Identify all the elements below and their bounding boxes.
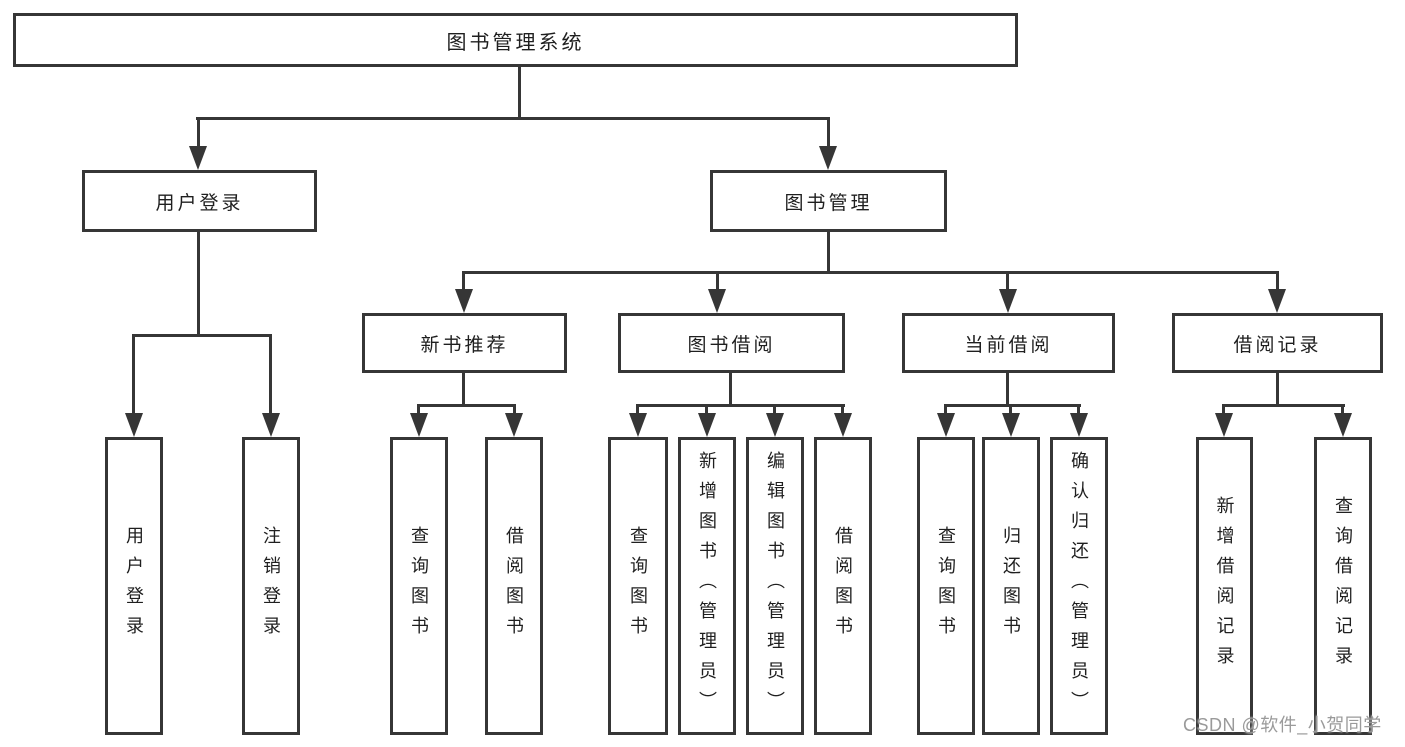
connector-stem — [513, 404, 516, 416]
leaf-label: 编辑图书（管理员） — [765, 451, 785, 721]
connector-stem — [269, 334, 272, 415]
leaf-label: 查询图书 — [628, 526, 648, 646]
arrowhead-down — [455, 289, 473, 313]
connector-stem — [197, 117, 200, 148]
node-label: 借阅记录 — [1233, 334, 1322, 356]
leaf-borrow-books: 借阅图书 — [814, 437, 872, 735]
connector-stem — [462, 271, 465, 292]
connector-hline — [132, 334, 272, 337]
arrowhead-down — [766, 413, 784, 437]
leaf-edit-books-admin: 编辑图书（管理员） — [746, 437, 804, 735]
leaf-label: 借阅图书 — [504, 526, 524, 646]
connector-stem — [1006, 373, 1009, 406]
leaf-label: 借阅图书 — [833, 526, 853, 646]
node-label: 图书管理 — [784, 192, 873, 214]
leaf-add-books-admin: 新增图书（管理员） — [678, 437, 736, 735]
arrowhead-down — [708, 289, 726, 313]
leaf-label: 确认归还（管理员） — [1069, 451, 1089, 721]
leaf-user-login: 用户登录 — [105, 437, 163, 735]
leaf-add-borrow-record: 新增借阅记录 — [1196, 437, 1253, 735]
leaf-logout: 注销登录 — [242, 437, 300, 735]
connector-stem — [841, 404, 844, 416]
arrowhead-down — [189, 146, 207, 170]
csdn-watermark: CSDN @软件_小贺同学 — [1183, 715, 1382, 735]
node-label: 用户登录 — [155, 192, 244, 214]
leaf-label: 注销登录 — [261, 526, 281, 646]
leaf-label: 用户登录 — [124, 526, 144, 646]
arrowhead-down — [1002, 413, 1020, 437]
arrowhead-down — [1070, 413, 1088, 437]
node-label: 图书借阅 — [687, 334, 776, 356]
connector-stem — [636, 404, 639, 416]
connector-stem — [716, 271, 719, 292]
leaf-query-books-recommend: 查询图书 — [390, 437, 448, 735]
arrowhead-down — [1334, 413, 1352, 437]
connector-stem — [729, 373, 732, 406]
connector-level3-hline — [462, 271, 1279, 274]
connector-stem — [827, 117, 830, 148]
arrowhead-down — [937, 413, 955, 437]
leaf-label: 查询借阅记录 — [1333, 496, 1353, 676]
node-book-borrowing: 图书借阅 — [618, 313, 845, 373]
node-label: 新书推荐 — [420, 334, 509, 356]
arrowhead-down — [819, 146, 837, 170]
leaf-borrow-books-recommend: 借阅图书 — [485, 437, 543, 735]
connector-stem — [1341, 404, 1344, 416]
connector-stem — [1222, 404, 1225, 416]
leaf-label: 新增图书（管理员） — [697, 451, 717, 721]
arrowhead-down — [629, 413, 647, 437]
connector-stem — [197, 232, 200, 335]
node-borrowing-records: 借阅记录 — [1172, 313, 1383, 373]
connector-stem — [1276, 271, 1279, 292]
arrowhead-down — [999, 289, 1017, 313]
leaf-label: 新增借阅记录 — [1214, 496, 1235, 676]
node-label: 当前借阅 — [964, 334, 1053, 356]
connector-stem — [1009, 404, 1012, 416]
connector-hline — [417, 404, 516, 407]
connector-stem — [827, 232, 830, 273]
connector-root-stem — [518, 67, 521, 118]
node-current-borrowing: 当前借阅 — [902, 313, 1115, 373]
connector-hline — [944, 404, 1081, 407]
node-label: 图书管理系统 — [446, 31, 585, 54]
leaf-label: 归还图书 — [1001, 526, 1021, 646]
connector-level2-hline — [196, 117, 830, 120]
connector-stem — [132, 334, 135, 415]
arrowhead-down — [410, 413, 428, 437]
arrowhead-down — [698, 413, 716, 437]
connector-hline — [1222, 404, 1345, 407]
leaf-confirm-return-admin: 确认归还（管理员） — [1050, 437, 1108, 735]
node-library-management-system: 图书管理系统 — [13, 13, 1018, 67]
connector-stem — [944, 404, 947, 416]
arrowhead-down — [262, 413, 280, 437]
node-user-login: 用户登录 — [82, 170, 317, 232]
node-book-management: 图书管理 — [710, 170, 947, 232]
node-new-book-recommendation: 新书推荐 — [362, 313, 567, 373]
connector-stem — [1006, 271, 1009, 292]
connector-hline — [636, 404, 845, 407]
connector-stem — [1077, 404, 1080, 416]
leaf-label: 查询图书 — [409, 526, 429, 646]
arrowhead-down — [1268, 289, 1286, 313]
arrowhead-down — [505, 413, 523, 437]
leaf-label: 查询图书 — [936, 526, 956, 646]
connector-stem — [1276, 373, 1279, 406]
arrowhead-down — [1215, 413, 1233, 437]
leaf-query-books-current: 查询图书 — [917, 437, 975, 735]
connector-stem — [462, 373, 465, 406]
connector-stem — [705, 404, 708, 416]
connector-stem — [417, 404, 420, 416]
connector-stem — [773, 404, 776, 416]
arrowhead-down — [834, 413, 852, 437]
leaf-query-borrow-record: 查询借阅记录 — [1314, 437, 1372, 735]
arrowhead-down — [125, 413, 143, 437]
leaf-return-books: 归还图书 — [982, 437, 1040, 735]
leaf-query-books-borrow: 查询图书 — [608, 437, 668, 735]
